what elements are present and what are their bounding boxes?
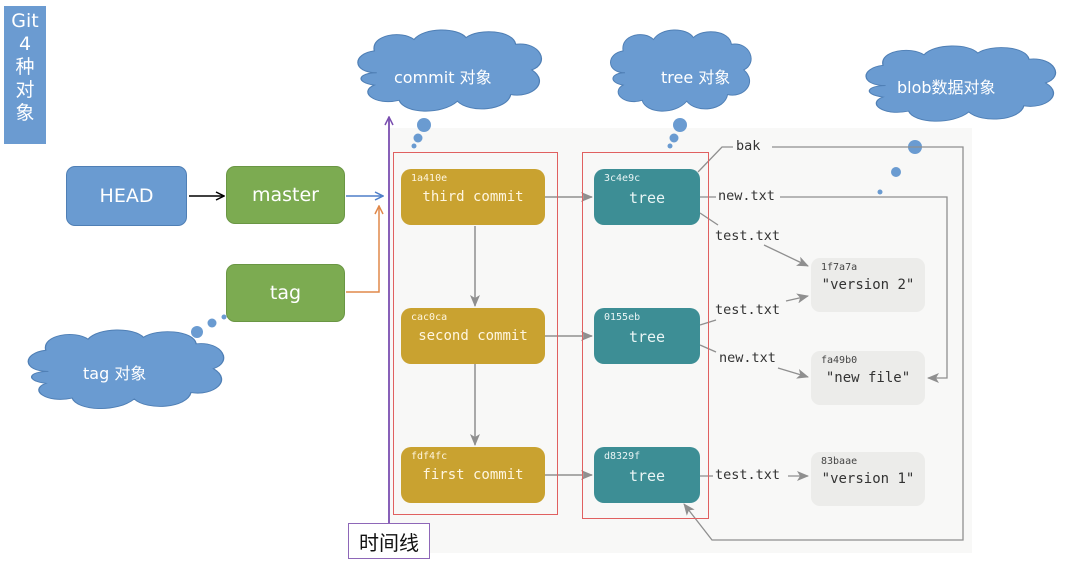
edge-label-test-txt: test.txt — [713, 228, 783, 244]
test-txt-arrow — [785, 293, 809, 304]
cloud-commit-label: commit 对象 — [394, 68, 492, 87]
master-branch-node[interactable]: master — [226, 166, 345, 224]
master-label: master — [251, 184, 319, 206]
thought-bubble — [411, 143, 417, 149]
edge-label-bak: bak — [734, 138, 763, 154]
commit-hash: 1a410e — [411, 173, 448, 184]
edge-label-new-txt: new.txt — [716, 188, 777, 204]
tree-label: tree — [628, 189, 666, 207]
new-txt-arrow — [780, 196, 948, 383]
tag-label: tag — [269, 282, 302, 304]
blob-hash: 1f7a7a — [821, 262, 858, 273]
thought-bubble — [413, 133, 423, 143]
commit-message: second commit — [418, 328, 528, 344]
thought-bubble — [667, 143, 673, 149]
edge-label-test-txt: test.txt — [713, 302, 783, 318]
edge-label-new-txt: new.txt — [717, 350, 778, 366]
title-line: Git — [11, 10, 39, 32]
tag-to-commit-arrow — [346, 206, 379, 293]
title-line: 4 — [18, 33, 32, 55]
commit-message: first commit — [422, 467, 524, 483]
blob-hash: fa49b0 — [821, 355, 858, 366]
blob-content: "new file" — [825, 370, 911, 386]
tree-group-box — [582, 152, 709, 519]
tree-node[interactable]: d8329f tree — [594, 447, 700, 503]
tree-hash: 0155eb — [604, 312, 641, 323]
test-txt-arrow — [763, 244, 809, 267]
commit-node[interactable]: cac0ca second commit — [401, 308, 545, 364]
cloud-tree-label: tree 对象 — [661, 68, 731, 87]
commit-message: third commit — [422, 189, 524, 205]
thought-bubble — [891, 167, 901, 177]
thought-bubble — [673, 118, 687, 132]
title-line: 对 — [15, 79, 35, 101]
commit-hash: fdf4fc — [411, 451, 448, 462]
commit-hash: cac0ca — [411, 312, 448, 323]
head-label: HEAD — [99, 185, 154, 207]
edge-label-test-txt: test.txt — [713, 467, 783, 483]
timeline-label: 时间线 — [348, 523, 430, 559]
title-line: 象 — [15, 102, 35, 124]
new-txt-arrow — [777, 367, 809, 379]
timeline-text: 时间线 — [359, 530, 419, 555]
bak-arrow — [683, 146, 964, 541]
tag-node[interactable]: tag — [226, 264, 345, 322]
title-box: Git 4 种 对 象 — [4, 6, 46, 144]
blob-node[interactable]: fa49b0 "new file" — [811, 351, 925, 405]
tree-label: tree — [628, 328, 666, 346]
cloud-blob-label: blob数据对象 — [897, 78, 996, 97]
thought-bubble — [191, 326, 203, 338]
thought-bubble — [207, 318, 217, 328]
blob-content: "version 1" — [821, 471, 915, 487]
title-line: 种 — [15, 56, 35, 78]
blob-node[interactable]: 1f7a7a "version 2" — [811, 258, 925, 312]
commit-node[interactable]: fdf4fc first commit — [401, 447, 545, 503]
blob-hash: 83baae — [821, 456, 858, 467]
thought-bubble — [221, 314, 227, 320]
tree-node[interactable]: 0155eb tree — [594, 308, 700, 364]
thought-bubble — [669, 133, 679, 143]
tree-hash: d8329f — [604, 451, 641, 462]
cloud-tag-label: tag 对象 — [83, 364, 147, 383]
blob-node[interactable]: 83baae "version 1" — [811, 452, 925, 506]
commit-node[interactable]: 1a410e third commit — [401, 169, 545, 225]
tree-hash: 3c4e9c — [604, 173, 641, 184]
head-node[interactable]: HEAD — [66, 166, 187, 226]
blob-content: "version 2" — [821, 277, 915, 293]
thought-bubble — [417, 118, 431, 132]
thought-bubble — [877, 189, 883, 195]
tree-label: tree — [628, 467, 666, 485]
commit-group-box — [393, 152, 558, 515]
tree-node[interactable]: 3c4e9c tree — [594, 169, 700, 225]
